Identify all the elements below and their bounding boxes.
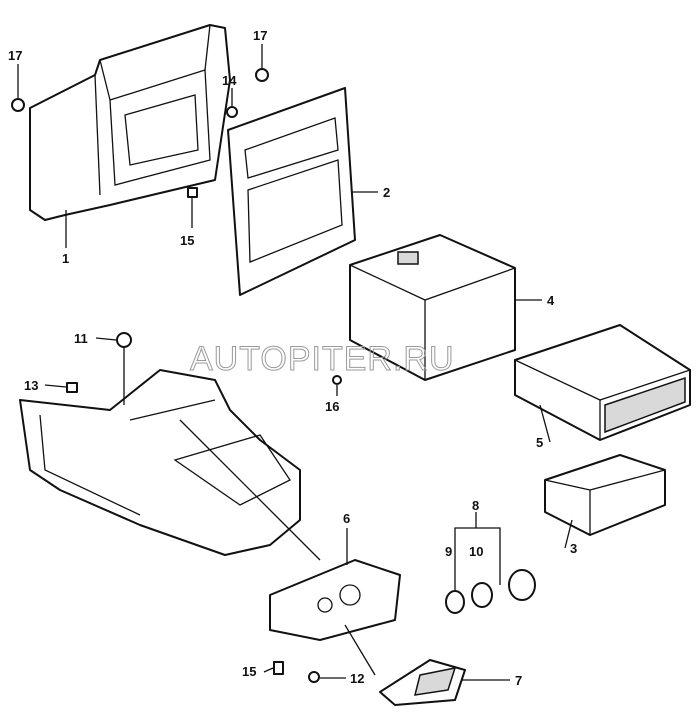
callout-10: 10 <box>469 544 483 559</box>
callout-labels: 17 17 14 15 1 2 4 11 13 16 5 8 9 10 6 3 … <box>8 28 577 688</box>
callout-9: 9 <box>445 544 452 559</box>
part-1-bracket <box>29 24 231 221</box>
part-3-pocket <box>544 454 666 536</box>
part-2-bezel <box>227 87 356 296</box>
callout-8: 8 <box>472 498 479 513</box>
callout-15: 15 <box>180 233 194 248</box>
callout-2: 2 <box>383 185 390 200</box>
callout-16: 16 <box>325 399 339 414</box>
part-5-radio <box>514 324 691 441</box>
center-console <box>19 369 321 561</box>
fasteners <box>11 68 342 683</box>
callout-13: 13 <box>24 378 38 393</box>
callout-7: 7 <box>515 673 522 688</box>
callout-14: 14 <box>222 73 237 88</box>
callout-4: 4 <box>547 293 555 308</box>
callout-11: 11 <box>74 331 88 346</box>
parts-9-10-knobs <box>445 569 536 614</box>
callout-6: 6 <box>343 511 350 526</box>
callout-17: 17 <box>8 48 22 63</box>
callout-3: 3 <box>570 541 577 556</box>
part-6-panel <box>269 559 401 676</box>
part-4-housing <box>349 234 516 381</box>
callout-12: 12 <box>350 671 364 686</box>
leader-lines <box>17 44 573 681</box>
callout-17: 17 <box>253 28 267 43</box>
callout-15: 15 <box>242 664 256 679</box>
callout-5: 5 <box>536 435 543 450</box>
callout-1: 1 <box>62 251 69 266</box>
watermark: AUTOPITER.RU <box>190 340 455 378</box>
part-7-cover <box>379 659 466 706</box>
